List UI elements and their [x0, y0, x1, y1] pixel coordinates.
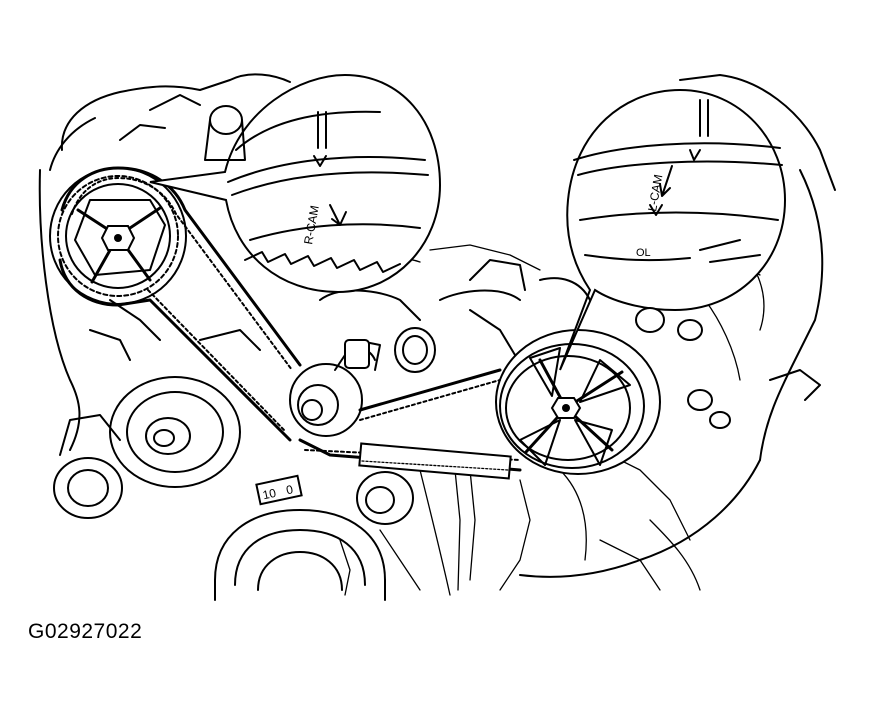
- figure-code: G02927022: [28, 620, 143, 643]
- r-cam-label: R-CAM: [301, 204, 322, 245]
- scale-label-10: 10: [261, 486, 277, 503]
- l-cam-sub-label: OL: [636, 247, 651, 259]
- crankshaft-pulley: [214, 471, 414, 601]
- left-cam-mark-callout: L-CAM OL: [559, 88, 787, 371]
- water-pump-pulley: [53, 376, 241, 519]
- right-cam-mark-callout: R-CAM: [149, 73, 442, 294]
- left-camshaft-pulley: [495, 329, 661, 475]
- scale-label-0: 0: [285, 482, 295, 497]
- right-camshaft-pulley: [49, 167, 187, 305]
- engine-outline: [38, 73, 836, 596]
- idler-pulley: [289, 339, 381, 437]
- timing-scale: 10 0: [255, 474, 303, 506]
- misc-hardware: [89, 94, 731, 429]
